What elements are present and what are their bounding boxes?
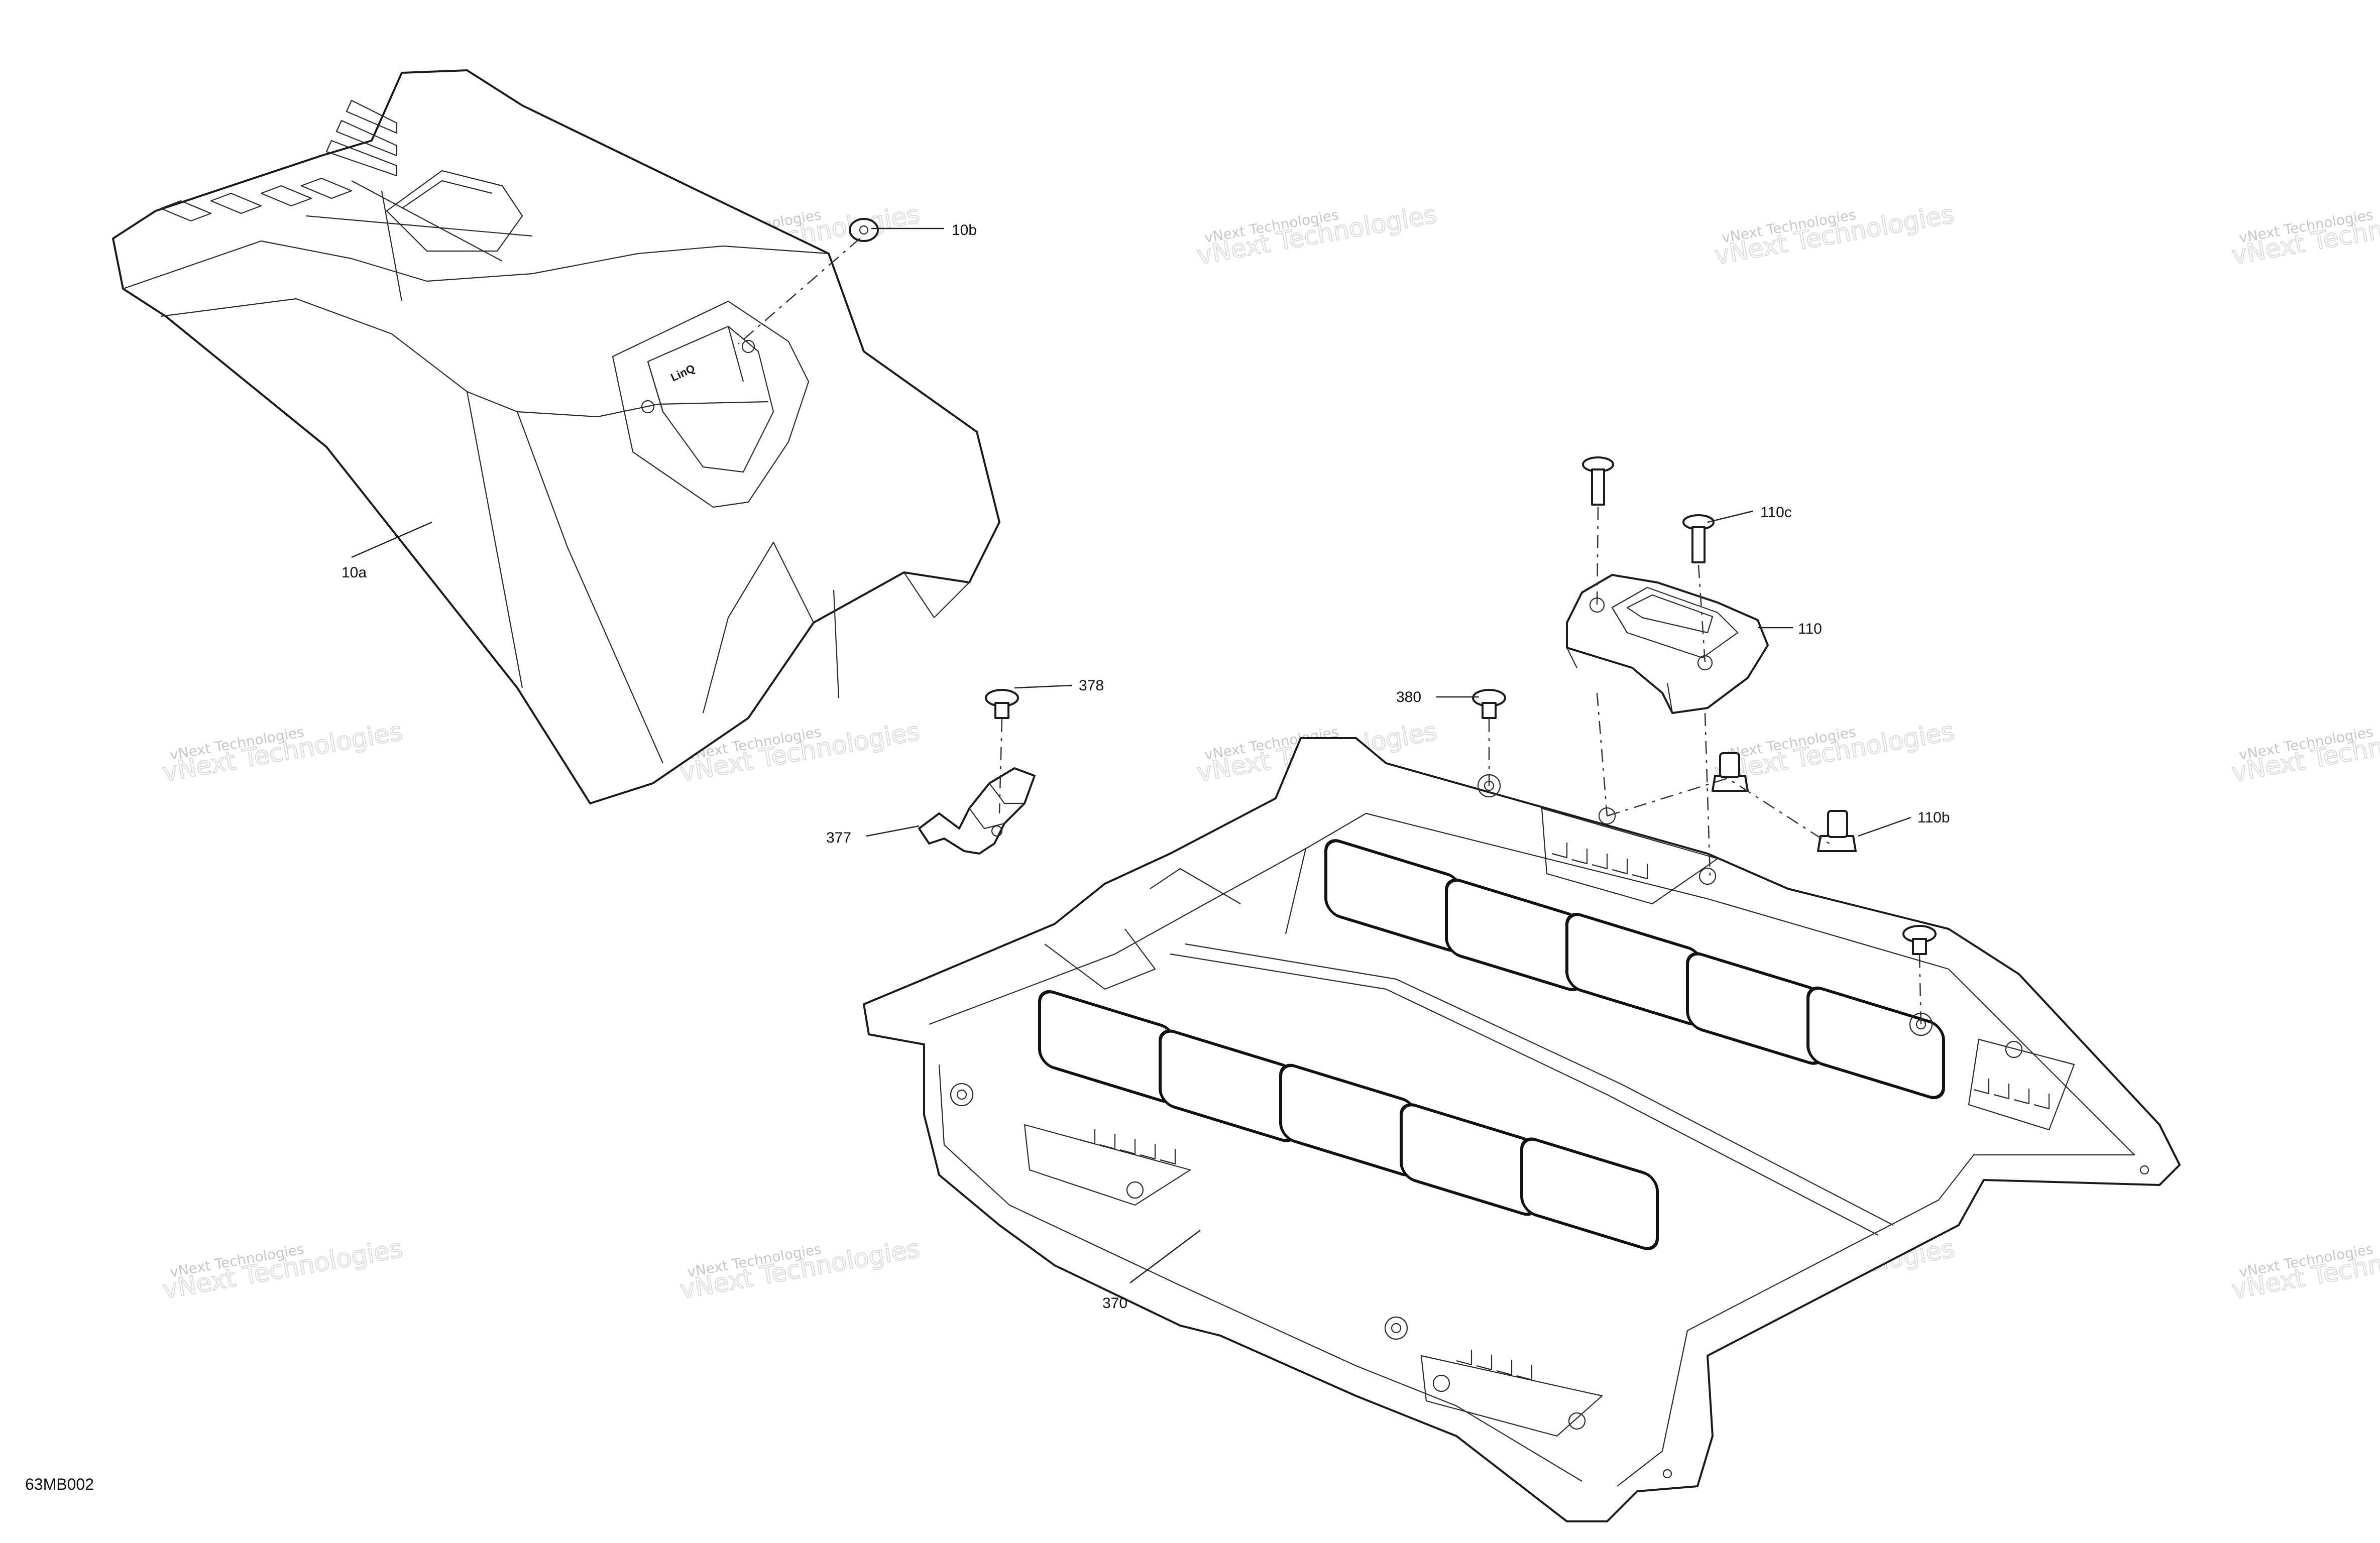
watermark: vNext Technologies vNext Technologies: [1712, 716, 1957, 788]
watermark: vNext Technologies vNext Technologies: [160, 1233, 405, 1305]
callout-10a: 10a: [342, 564, 367, 581]
watermark: vNext Technologies vNext Technologies: [2229, 1233, 2380, 1305]
linq-anchor-outline: [1566, 574, 1769, 714]
callout-370: 370: [1102, 1295, 1127, 1312]
watermark: vNext Technologies vNext Technologies: [2229, 716, 2380, 788]
watermark: vNext Technologies vNext Technologies: [2229, 199, 2380, 271]
rivet-380: [1472, 689, 1506, 719]
clip-outline: [918, 767, 1036, 855]
watermark: vNext Technologies vNext Technologies: [677, 1233, 923, 1305]
vent-slots: [1079, 843, 2050, 1381]
watermark: vNext Technologies vNext Technologies: [1195, 199, 1440, 271]
nut-110b-lower: [1817, 810, 1857, 852]
fastener-10b: [849, 218, 879, 242]
grille-fins: [160, 99, 398, 222]
figure-code: 63MB002: [25, 1475, 94, 1493]
linq-anchors: [1024, 807, 2075, 1437]
callout-10b: 10b: [952, 222, 977, 239]
pad-row-lower: [1038, 990, 1659, 1250]
callout-380: 380: [1396, 689, 1421, 705]
assembly-axes: [738, 238, 1922, 1025]
callout-110b: 110b: [1917, 809, 1950, 826]
watermark: vNext Technologies vNext Technologies: [1712, 199, 1957, 271]
linq-pocket: [612, 300, 810, 508]
rivet-right: [1902, 925, 1937, 955]
watermark: vNext Technologies vNext Technologies: [160, 716, 405, 788]
callout-110: 110: [1798, 621, 1822, 637]
rivet-378: [985, 689, 1019, 719]
front-cover-part: LinQ: [112, 69, 1000, 804]
leader-lines: [351, 227, 1911, 1283]
front-cover-outline: [112, 69, 1000, 804]
pad-row-upper: [1324, 839, 1945, 1100]
skid-plate-outline: [863, 737, 2181, 1522]
clip-part: [918, 767, 1036, 855]
callout-110c: 110c: [1760, 504, 1792, 521]
linq-anchor-part: [1566, 574, 1769, 714]
screw-110-left: [1582, 456, 1614, 506]
callout-377: 377: [826, 829, 851, 846]
skid-plate-part: [863, 737, 2181, 1522]
callout-378: 378: [1079, 677, 1104, 694]
callout-labels: 10b 10a 110c 110 110b 378 380 377 370: [342, 222, 1950, 1312]
screw-110c: [1682, 514, 1715, 563]
